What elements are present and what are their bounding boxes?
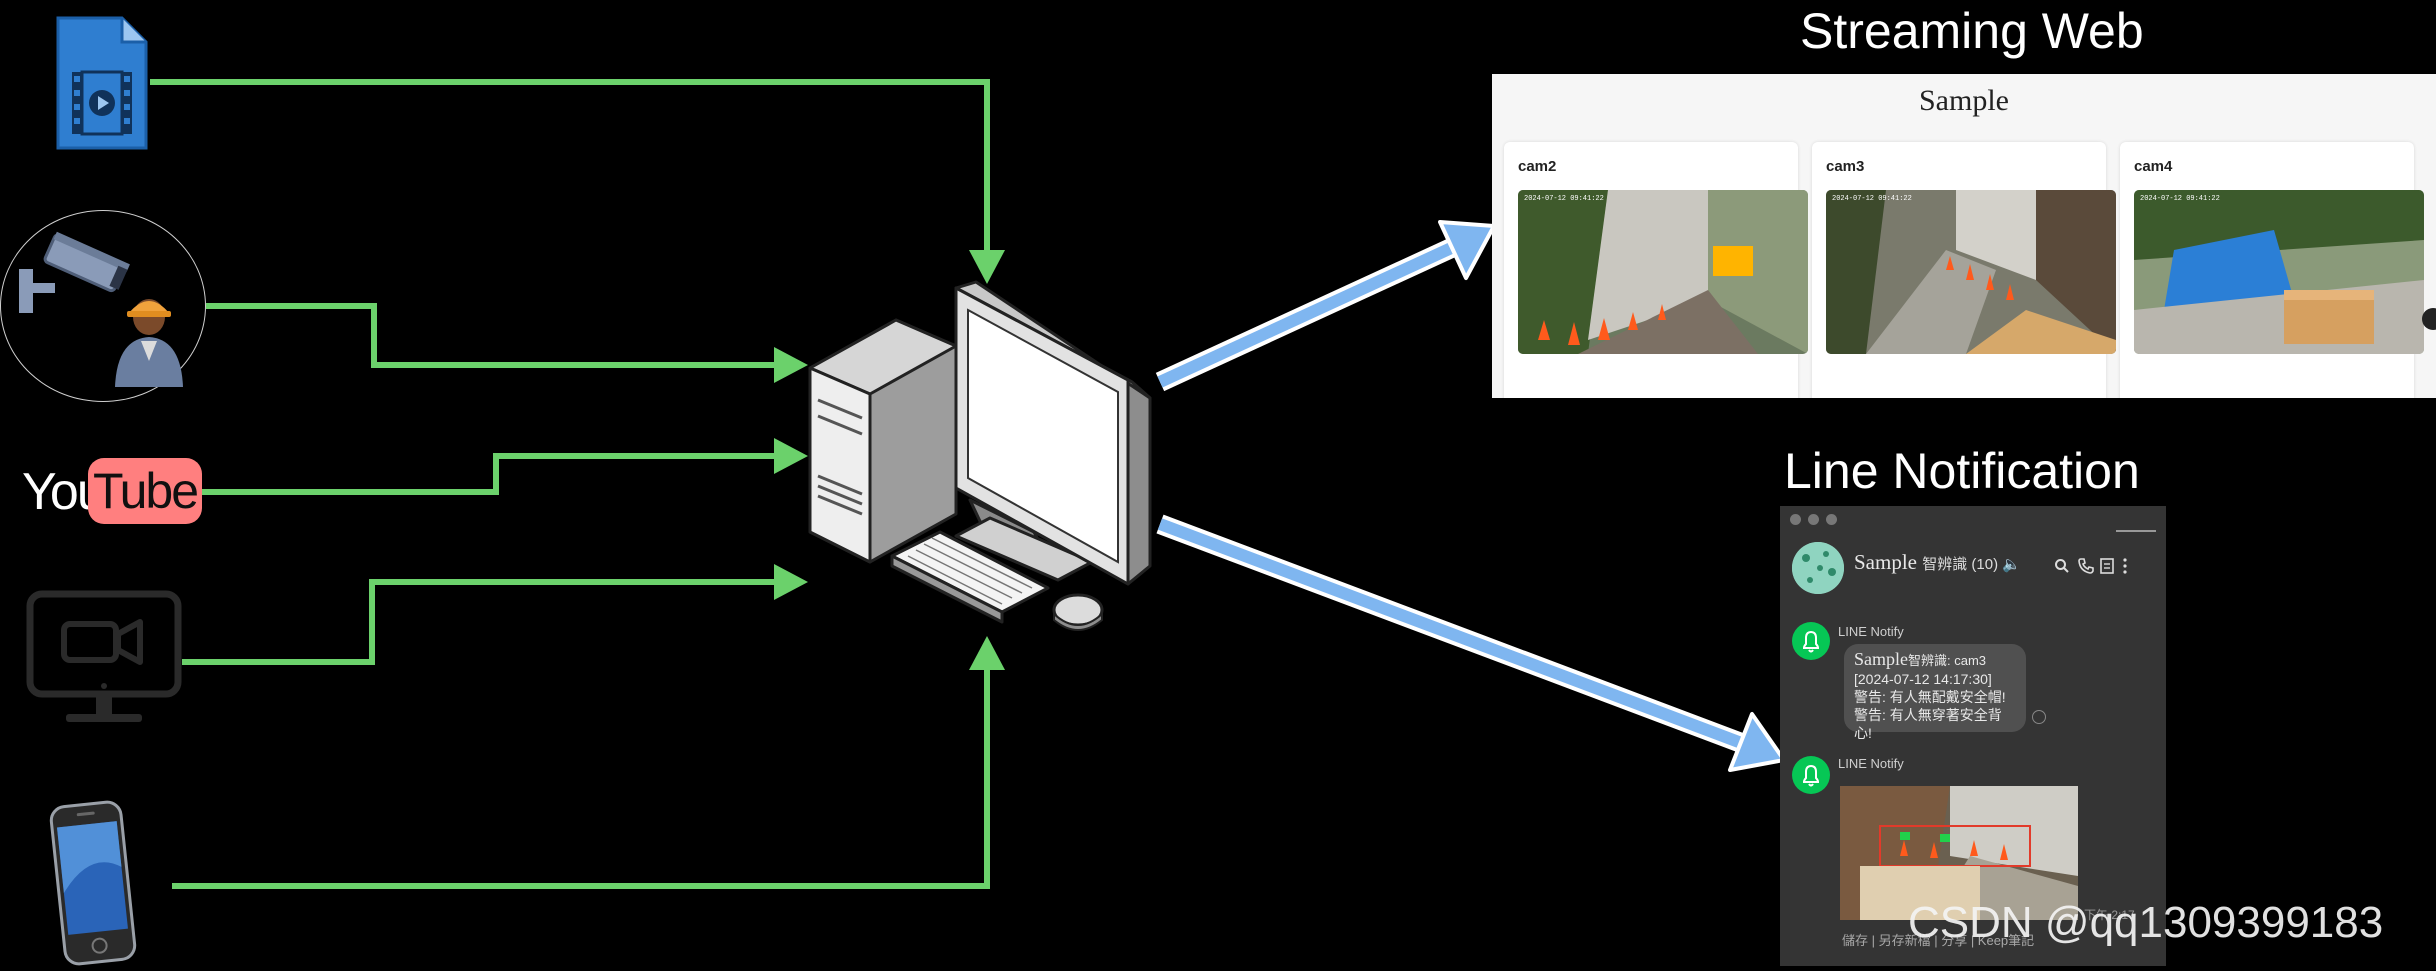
green-arrow-cctv (206, 303, 780, 368)
camera-label: cam2 (1518, 158, 1557, 175)
green-arrow-screen (182, 579, 780, 665)
message-photo[interactable] (1840, 786, 2078, 920)
video-conference-monitor-icon (26, 590, 182, 732)
message-title: Sample智辨識: cam3 (1854, 649, 1987, 669)
green-arrowhead-phone (969, 636, 1005, 670)
camera-timestamp: 2024-07-12 09:41:22 (2140, 195, 2220, 203)
green-arrowhead-screen (774, 564, 808, 600)
chat-title-name: Sample (1854, 550, 1917, 574)
streaming-web-panel: Sample cam2 2024-07-12 09:41:22 cam3 (1492, 74, 2436, 398)
camera-feed[interactable]: 2024-07-12 09:41:22 (2134, 190, 2424, 354)
green-arrow-phone (172, 660, 990, 889)
green-arrowhead-video (969, 250, 1005, 284)
window-slider[interactable] (2116, 530, 2156, 532)
youtube-logo-box: Tube (88, 458, 202, 524)
chat-title-suffix: 智辨識 (10) 🔈 (1922, 556, 2021, 573)
camera-label: cam3 (1826, 158, 1865, 175)
youtube-logo: You Tube (22, 458, 202, 524)
green-arrow-youtube (182, 453, 780, 495)
search-icon[interactable] (2054, 558, 2070, 579)
line-notification-panel: Sample 智辨識 (10) 🔈 LINE Notify Sample智辨識:… (1780, 506, 2166, 966)
green-arrowhead-youtube (774, 438, 808, 474)
more-options-icon[interactable] (2122, 558, 2128, 579)
blue-arrow-streaming (1155, 220, 1496, 392)
camera-feed[interactable]: 2024-07-12 09:41:22 (1826, 190, 2116, 354)
line-notification-title: Line Notification (1784, 443, 2140, 499)
green-arrowhead-cctv (774, 347, 808, 383)
camera-label: cam4 (2134, 158, 2173, 175)
notes-icon[interactable] (2100, 558, 2114, 579)
message-time: 下午 2:17 (2084, 908, 2135, 922)
carousel-next-button[interactable] (2422, 308, 2436, 330)
streaming-web-title: Streaming Web (1800, 3, 2144, 59)
message-line: [2024-07-12 14:17:30] (1854, 671, 1992, 687)
camera-timestamp: 2024-07-12 09:41:22 (1524, 195, 1604, 203)
window-maximize-button[interactable] (1826, 514, 1837, 525)
watermark: CSDN @qq1309399183 (1908, 898, 2384, 947)
camera-card-cam2[interactable]: cam2 2024-07-12 09:41:22 (1504, 142, 1808, 398)
line-notify-bell-icon[interactable] (1792, 756, 1830, 794)
avatar[interactable] (1792, 542, 1844, 594)
message-line: 警告: 有人無穿著安全背心! (1854, 707, 2002, 741)
video-file-icon (52, 14, 150, 152)
window-close-button[interactable] (1790, 514, 1801, 525)
worker-icon (115, 299, 183, 387)
youtube-logo-tube: Tube (92, 463, 199, 519)
cctv-camera-icon (0, 210, 206, 402)
window-minimize-button[interactable] (1808, 514, 1819, 525)
message-bubble[interactable]: Sample智辨識: cam3 [2024-07-12 14:17:30] 警告… (1844, 644, 2026, 741)
streaming-page-heading: Sample (1919, 84, 2009, 117)
blue-arrow-line (1156, 514, 1786, 772)
message-line: 警告: 有人無配戴安全帽! (1854, 689, 2006, 705)
sender-name: LINE Notify (1838, 624, 1904, 639)
phone-icon[interactable] (2078, 558, 2094, 579)
chat-title: Sample 智辨識 (10) 🔈 (1854, 550, 2021, 575)
camera-timestamp: 2024-07-12 09:41:22 (1832, 195, 1912, 203)
line-notify-bell-icon[interactable] (1792, 622, 1830, 660)
reaction-icon[interactable] (2032, 710, 2046, 724)
camera-card-cam4[interactable]: cam4 2024-07-12 09:41:22 (2120, 142, 2424, 398)
camera-card-cam3[interactable]: cam3 2024-07-12 09:41:22 (1812, 142, 2116, 398)
photo-actions[interactable]: 儲存 | 另存新檔 | 分享 | Keep筆記 (1842, 933, 2035, 948)
camera-feed[interactable]: 2024-07-12 09:41:22 (1518, 190, 1808, 354)
computer-icon (806, 280, 1170, 640)
smartphone-icon (48, 800, 138, 966)
green-arrow-video (150, 79, 990, 262)
sender-name: LINE Notify (1838, 756, 1904, 771)
